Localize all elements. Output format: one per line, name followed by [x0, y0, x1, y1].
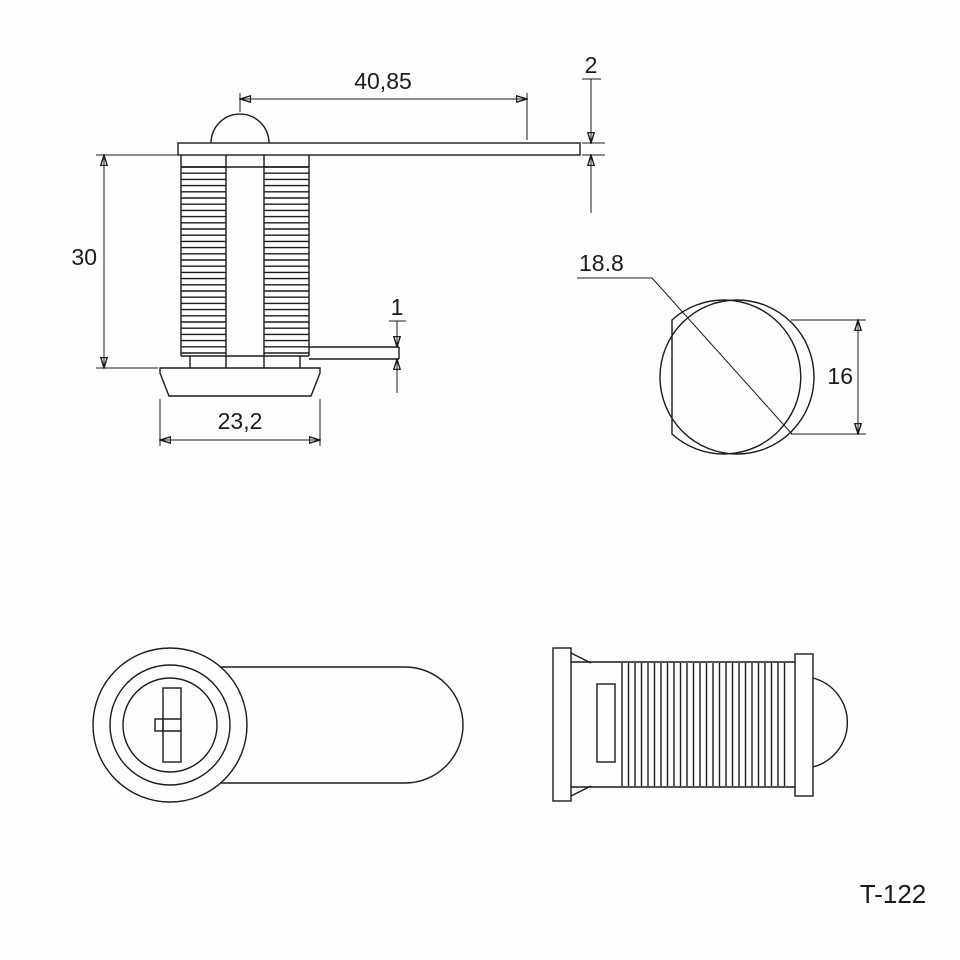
keyway-window — [596, 683, 616, 763]
dimension-label-cam-gap: 1 — [391, 294, 404, 320]
face-inner-circle — [122, 677, 218, 773]
hole-outer-circle — [659, 299, 815, 455]
base-head-profile — [159, 367, 321, 397]
keyhole-notch — [154, 718, 164, 732]
dimension-label-cam-thickness: 2 — [585, 52, 598, 78]
dimensions-hole-view: 18.8 16 — [577, 250, 866, 434]
dimensions-side-view: 40,85 2 30 1 23,2 — [71, 52, 605, 446]
keyhole-slot — [162, 687, 182, 763]
thread-hatch-right — [264, 166, 309, 354]
drawing-number: T-122 — [860, 879, 927, 909]
end-washer — [794, 653, 814, 797]
dimension-label-hole-diameter: 18.8 — [579, 250, 624, 276]
dimension-label-body-height: 30 — [71, 244, 97, 270]
thread-hatch-profile — [621, 663, 786, 786]
dimension-label-across-flat: 16 — [827, 363, 853, 389]
flange-plate — [552, 647, 572, 802]
dimension-label-head-width: 23,2 — [218, 408, 263, 434]
thread-hatch-left — [181, 166, 226, 354]
cam-bar — [177, 142, 581, 156]
face-outer-circle — [92, 647, 248, 803]
view-mounting-hole — [659, 299, 815, 455]
view-lock-front — [92, 647, 464, 803]
dimension-label-cam-length: 40,85 — [354, 68, 412, 94]
view-lock-side-section — [159, 113, 581, 397]
end-dome — [812, 677, 849, 768]
hole-d-shape — [671, 299, 802, 455]
leader-line-diameter — [651, 277, 793, 435]
cam-capsule-outline — [220, 666, 464, 784]
view-lock-profile — [552, 647, 849, 802]
face-mid-circle — [109, 664, 231, 786]
lock-dome-profile — [210, 113, 270, 144]
